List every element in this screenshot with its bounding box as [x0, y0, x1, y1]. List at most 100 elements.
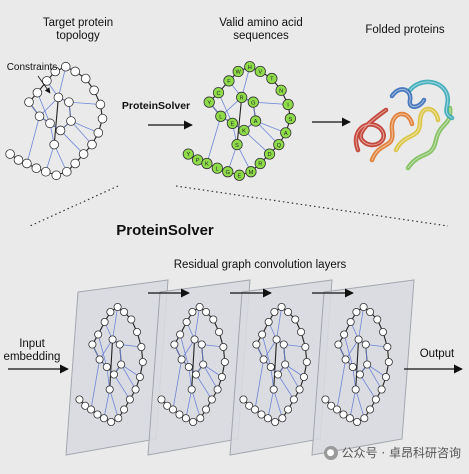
layer2-contact-edge: [194, 306, 202, 340]
layer3-node: [299, 372, 308, 381]
layer2-contact-edge: [191, 389, 202, 419]
layer4-contact-edge: [349, 389, 357, 419]
layer4-node: [346, 317, 355, 326]
layer1-node: [120, 405, 129, 414]
sequence-contact-edge: [253, 101, 289, 105]
layer4-node: [351, 385, 360, 394]
layer3-node: [279, 340, 288, 349]
topology-graph: [5, 61, 108, 181]
topology-node: [13, 155, 24, 165]
layer4-node: [327, 401, 336, 410]
sequence-node: [244, 61, 256, 73]
layer3-graph: [239, 302, 311, 426]
layer2-backbone-edge: [191, 339, 196, 390]
layer1-node: [86, 405, 95, 414]
layer2-node: [209, 315, 218, 324]
layer2-node: [207, 395, 216, 404]
layer3-node: [302, 357, 311, 366]
layer4-contact-edge: [359, 374, 377, 400]
topology-node: [55, 125, 66, 136]
layer4-node: [341, 355, 350, 364]
layer4-contact-edge: [343, 334, 354, 368]
sequence-node: [182, 148, 194, 160]
topology-node: [51, 170, 62, 181]
layer3-node: [284, 405, 293, 414]
layer1-node: [115, 340, 124, 349]
protein-ribbon-highlight: [371, 113, 413, 161]
layer1-node: [133, 327, 142, 336]
topology-node: [31, 163, 42, 174]
layer3-node: [264, 317, 273, 326]
sequence-amino-letter: E: [231, 122, 235, 128]
sequence-amino-letter: D: [267, 152, 271, 158]
topology-contact-edge: [60, 130, 84, 155]
layer2-node: [187, 385, 196, 394]
layer1-node: [127, 315, 136, 324]
topology-contact-edge: [70, 120, 99, 134]
sequence-node: [250, 115, 262, 127]
layer3-contact-edge: [261, 334, 272, 368]
layer3-node: [245, 401, 254, 410]
constraints-pointer: [37, 75, 51, 94]
topology-node: [87, 139, 97, 150]
topology-backbone-edge: [53, 97, 59, 145]
layer2-contact-edge: [185, 389, 193, 419]
layer4-node: [366, 307, 375, 316]
layer2-node: [157, 395, 166, 404]
layer4-node: [360, 414, 369, 423]
watermark: ● 公众号 · 卓昂科研咨询: [323, 444, 461, 461]
topology-contact-edge: [53, 144, 68, 173]
topology-node: [62, 166, 72, 177]
folded-protein: [353, 79, 455, 171]
layer4-node: [345, 414, 354, 423]
sequence-amino-letter: K: [205, 162, 209, 168]
sequence-amino-letter: M: [249, 170, 254, 176]
layer1-contact-edge: [97, 334, 108, 368]
layer1-contact-edge: [113, 374, 131, 400]
sequence-node: [236, 91, 248, 104]
layer4-node: [373, 315, 382, 324]
sequence-node: [284, 113, 296, 125]
residual-layers-label: Residual graph convolution layers: [173, 259, 347, 271]
layer2-node: [202, 307, 211, 316]
layer1-node: [88, 340, 97, 349]
protein-ribbon-highlight: [355, 109, 387, 151]
layer1-node: [131, 385, 140, 394]
sequence-amino-letter: P: [196, 158, 200, 164]
sequence-amino-letter: V: [258, 70, 262, 76]
topology-contact-edge: [58, 66, 67, 98]
layer3-node: [270, 307, 279, 316]
sequence-amino-letter: T: [270, 77, 274, 83]
topology-node: [64, 97, 74, 107]
sequence-amino-letter: Y: [207, 100, 211, 106]
layer2-node: [195, 302, 204, 311]
layer2-node: [184, 362, 193, 371]
layer2-contact-edge: [202, 364, 218, 390]
layer2-node: [202, 405, 211, 414]
layer3-node: [281, 360, 290, 369]
layer4-node: [340, 330, 349, 339]
layer1-node: [114, 414, 123, 423]
layer1-node: [100, 317, 109, 326]
layer4-node: [321, 395, 330, 404]
topology-node: [89, 85, 99, 96]
sequence-node: [266, 72, 278, 85]
sequence-amino-letter: F: [227, 79, 231, 85]
sequence-node: [203, 96, 215, 108]
layer1-node: [105, 385, 114, 394]
layer1-node: [81, 401, 90, 410]
sequence-node: [238, 124, 250, 137]
layer3-node: [250, 405, 259, 414]
layer1-contact-edge: [90, 359, 101, 410]
layer1-node: [110, 370, 119, 379]
sequence-node: [273, 139, 285, 151]
layer3-node: [266, 362, 275, 371]
topology-node: [49, 139, 59, 150]
topology-node: [95, 99, 106, 110]
main-title: ProteinSolver: [116, 222, 214, 239]
layer1-contact-edge: [112, 306, 120, 340]
sequence-amino-letter: A: [284, 131, 288, 137]
sequence-amino-letter: Y: [186, 152, 190, 158]
topology-node: [60, 61, 71, 72]
